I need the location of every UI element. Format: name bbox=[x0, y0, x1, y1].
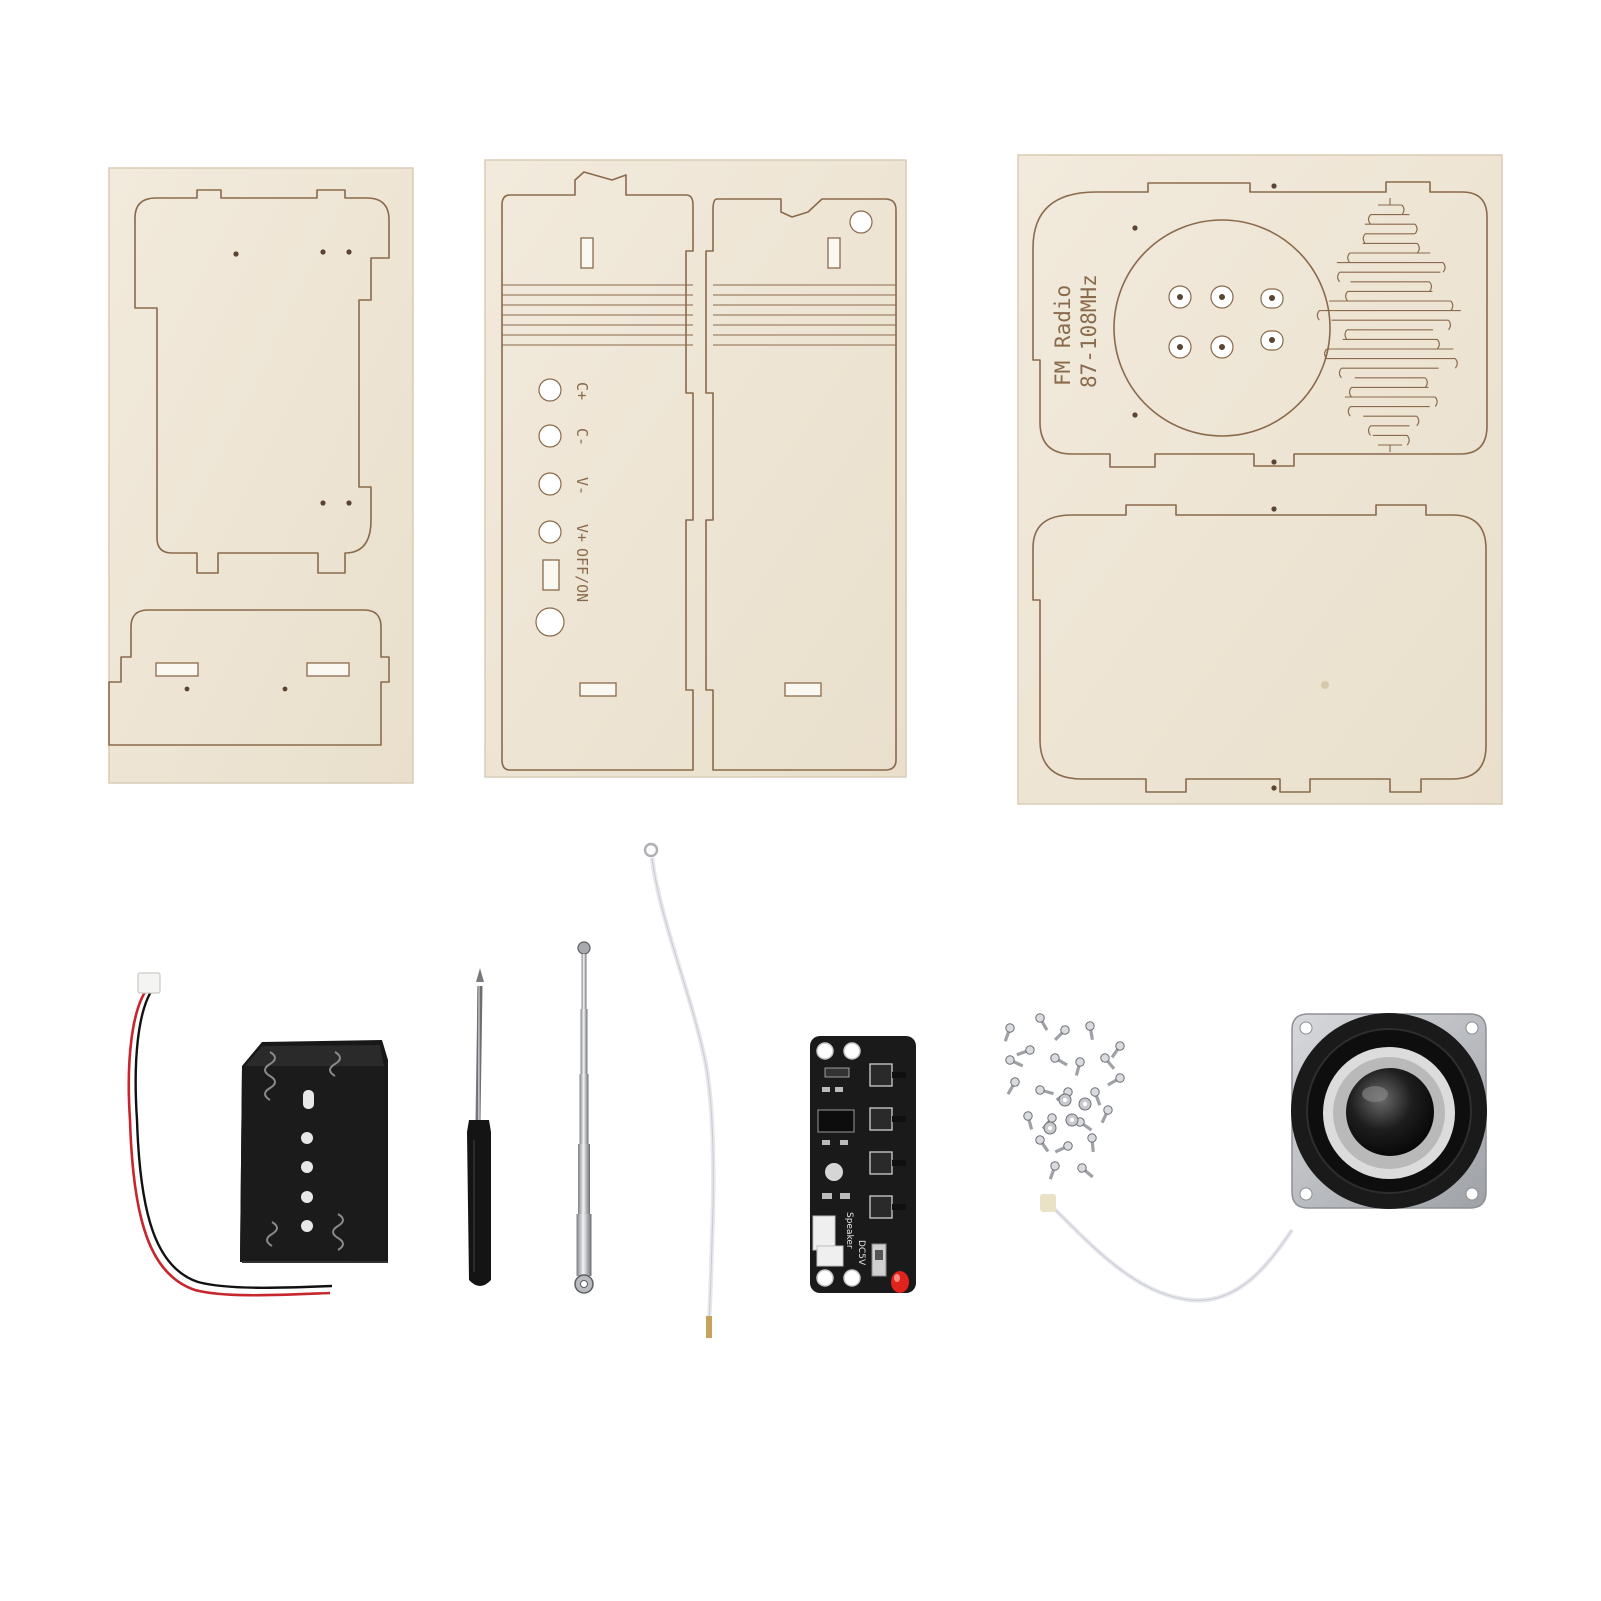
radio-pcb-icon: Speaker DC5V bbox=[810, 1036, 916, 1293]
led-hole bbox=[535, 607, 565, 637]
screw bbox=[1003, 1023, 1015, 1042]
wave-pattern bbox=[1316, 198, 1461, 452]
label-c-minus: C- bbox=[573, 428, 591, 446]
screw bbox=[1085, 1021, 1095, 1041]
screw bbox=[1100, 1105, 1113, 1124]
screw bbox=[1035, 1135, 1050, 1153]
screw bbox=[1005, 1055, 1024, 1068]
pcb-silk-speaker: Speaker bbox=[844, 1212, 854, 1249]
nut-hole bbox=[1082, 1101, 1088, 1107]
screw bbox=[1023, 1111, 1034, 1130]
hole-v-plus bbox=[538, 520, 562, 544]
wood-panel-right: FM Radio 87-108MHz bbox=[1017, 154, 1503, 805]
screw bbox=[1035, 1085, 1054, 1096]
nut-hole bbox=[1069, 1117, 1075, 1123]
screw bbox=[1077, 1163, 1094, 1179]
wood-panel-middle: C+ C- V- V+ OFF/ON bbox=[484, 159, 907, 778]
switch-slot bbox=[542, 559, 560, 591]
screws-icon bbox=[1003, 1013, 1125, 1180]
screw bbox=[1053, 1025, 1070, 1042]
screw bbox=[1016, 1045, 1035, 1057]
screw bbox=[1107, 1073, 1125, 1087]
label-c-plus: C+ bbox=[573, 382, 591, 400]
screw bbox=[1048, 1161, 1060, 1180]
pcb-buttons bbox=[869, 1063, 906, 1219]
label-v-plus: V+ bbox=[573, 524, 591, 542]
screw bbox=[1090, 1087, 1102, 1106]
speaker-mount-holes bbox=[1168, 285, 1284, 359]
screw bbox=[1035, 1013, 1049, 1031]
frequency-label: 87-108MHz bbox=[1077, 274, 1101, 388]
screw bbox=[1100, 1053, 1116, 1070]
telescopic-antenna-icon bbox=[574, 941, 594, 1294]
screw bbox=[1110, 1041, 1125, 1059]
grille-lines bbox=[502, 284, 896, 346]
hole-c-plus bbox=[538, 378, 562, 402]
screw bbox=[1074, 1057, 1085, 1076]
speaker-ring-outline bbox=[1113, 219, 1331, 437]
white-wire-icon bbox=[643, 842, 716, 1338]
screw bbox=[1054, 1141, 1073, 1154]
screw bbox=[1050, 1053, 1068, 1067]
speaker-icon bbox=[1040, 1013, 1487, 1303]
hole-c-minus bbox=[538, 424, 562, 448]
label-v-minus: V- bbox=[573, 477, 591, 495]
battery-holder-icon bbox=[127, 972, 388, 1297]
screw bbox=[1087, 1133, 1097, 1153]
pcb-silk-power: DC5V bbox=[856, 1240, 866, 1266]
nut-hole bbox=[1047, 1125, 1053, 1131]
label-off-on: OFF/ON bbox=[573, 548, 591, 602]
wood-panel-left bbox=[108, 167, 414, 784]
hole-v-minus bbox=[538, 472, 562, 496]
screwdriver-icon bbox=[467, 968, 491, 1286]
nut-hole bbox=[1062, 1097, 1068, 1103]
screw bbox=[1006, 1077, 1020, 1095]
fm-radio-label: FM Radio bbox=[1051, 285, 1075, 386]
